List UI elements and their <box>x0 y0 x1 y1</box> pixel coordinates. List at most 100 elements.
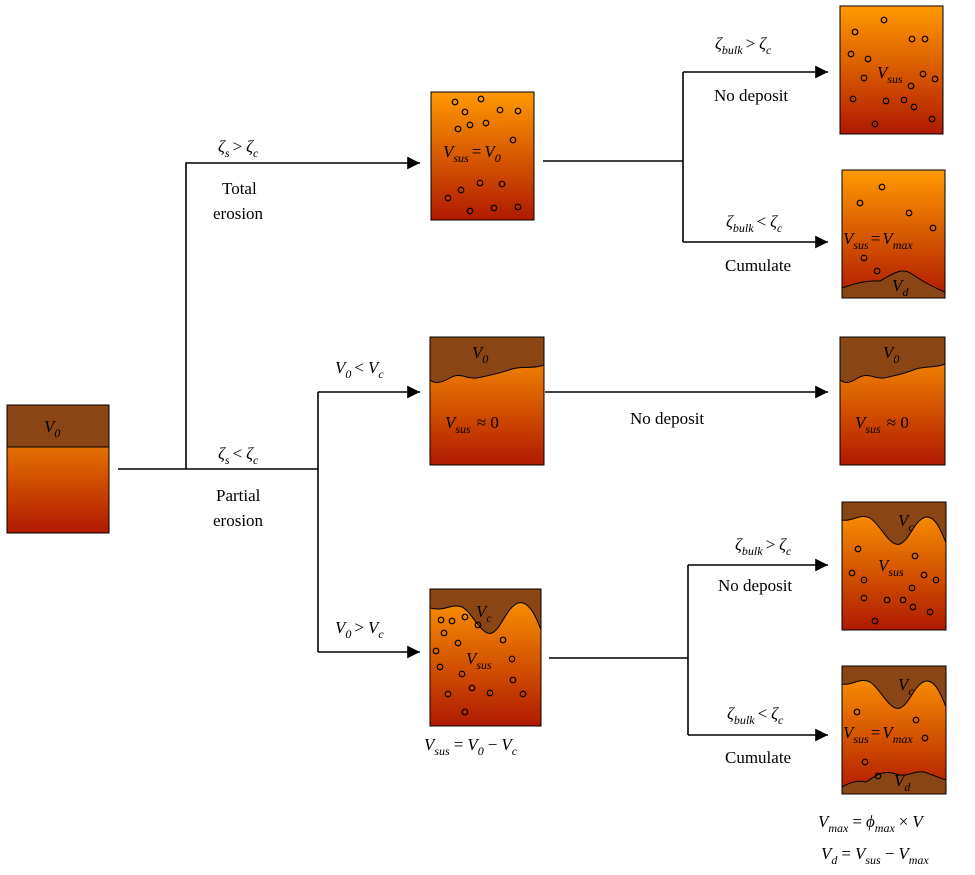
particle <box>498 180 506 188</box>
v0-less-main-label: Vsus≈ 0 <box>445 413 499 436</box>
top-cumulate-deposit-label: Vd <box>892 276 909 299</box>
branch-total-label: ζs>ζc Total erosion <box>213 137 264 223</box>
particle <box>496 106 504 114</box>
particle <box>931 75 939 83</box>
box-top-nodeposit-body <box>839 5 944 135</box>
particle <box>854 545 862 553</box>
particle <box>476 179 484 187</box>
particle <box>454 125 462 133</box>
formula-vmax: Vmax=ϕmax×V <box>818 812 925 835</box>
bulk-gt-top-label: ζbulk>ζc No deposit <box>714 34 788 105</box>
total-box-equation: Vsus=V0 <box>443 142 501 165</box>
total-condition: ζs>ζc <box>218 137 259 160</box>
particle <box>499 636 507 644</box>
branch-partial-label: ζs<ζc Partial erosion <box>213 444 264 530</box>
particle <box>508 655 516 663</box>
particle <box>849 95 857 103</box>
particle <box>860 254 868 262</box>
start-box-sediment-layer <box>6 404 110 448</box>
particle <box>900 96 908 104</box>
particle <box>461 708 469 716</box>
particle <box>514 203 522 211</box>
particle <box>909 603 917 611</box>
box-total-erosion: Vsus=V0 <box>430 91 535 221</box>
particle <box>458 670 466 678</box>
bottom-cumulate-equation: Vsus=Vmax <box>843 723 913 746</box>
particles-top-cumulate <box>856 183 937 275</box>
v0-less-top-label: V0 <box>472 343 488 366</box>
particles-bottom-nodeposit <box>848 545 940 625</box>
particle <box>873 267 881 275</box>
particle <box>899 596 907 604</box>
particle <box>436 663 444 671</box>
box-middle-result: V0 Vsus≈ 0 <box>839 336 946 466</box>
particle <box>883 596 891 604</box>
partial-text-line2: erosion <box>213 511 264 530</box>
particle <box>882 97 890 105</box>
particles-bottom-cumulate <box>853 708 929 780</box>
v0-less-condition: V0<Vc <box>335 358 384 381</box>
particle <box>444 690 452 698</box>
particle <box>432 647 440 655</box>
box-v0-less: V0 Vsus≈ 0 <box>429 336 545 466</box>
box-bottom-nodeposit: Vc Vsus <box>841 501 947 631</box>
particle <box>486 689 494 697</box>
particle <box>921 734 929 742</box>
particle <box>461 613 469 621</box>
particle <box>490 204 498 212</box>
bottom-cumulate-bottom-deposit <box>841 771 947 795</box>
particle <box>853 708 861 716</box>
particle <box>466 207 474 215</box>
bulk-gt-bottom-caption: No deposit <box>718 576 792 595</box>
start-v0-label: V0 <box>44 417 60 440</box>
middle-caption: No deposit <box>630 409 704 428</box>
particle <box>874 772 882 780</box>
particle <box>929 224 937 232</box>
particle <box>440 629 448 637</box>
bulk-gt-bottom-label: ζbulk>ζc No deposit <box>718 535 792 595</box>
v0-greater-deposit-layer <box>429 588 542 634</box>
bottom-nodeposit-deposit-layer <box>841 501 947 545</box>
top-cumulate-deposit-layer <box>841 270 946 299</box>
box-top-cumulate: Vsus=Vmax Vd <box>841 169 946 299</box>
bottom-nodeposit-main-label: Vsus <box>878 556 904 579</box>
particle <box>878 183 886 191</box>
particle <box>851 28 859 36</box>
particle <box>454 639 462 647</box>
particle <box>451 98 459 106</box>
particle <box>468 684 476 692</box>
particle <box>921 35 929 43</box>
particle <box>514 107 522 115</box>
v0-greater-caption-equation: Vsus=V0−Vc <box>424 735 518 758</box>
middle-result-deposit-layer <box>839 336 946 383</box>
total-text-line2: erosion <box>213 204 264 223</box>
particle <box>871 120 879 128</box>
bulk-lt-bottom-caption: Cumulate <box>725 748 791 767</box>
particle <box>912 716 920 724</box>
bulk-lt-bottom-condition: ζbulk<ζc <box>727 704 784 727</box>
particle <box>907 82 915 90</box>
start-box: V0 <box>6 404 110 534</box>
particle <box>519 690 527 698</box>
particle <box>437 616 445 624</box>
particles-top-nodeposit <box>847 16 939 128</box>
particle <box>864 55 872 63</box>
particle <box>848 569 856 577</box>
bottom-nodeposit-top-label: Vc <box>898 511 914 534</box>
particle <box>880 16 888 24</box>
box-v0-greater: Vc Vsus <box>429 588 542 727</box>
particle <box>928 115 936 123</box>
particle <box>466 121 474 129</box>
middle-result-main-label: Vsus≈ 0 <box>855 413 909 436</box>
particle <box>482 119 490 127</box>
particle <box>861 758 869 766</box>
bottom-cumulate-top-label: Vc <box>898 675 914 698</box>
particle <box>871 617 879 625</box>
formula-vd: Vd=Vsus−Vmax <box>821 844 929 867</box>
particle <box>932 576 940 584</box>
top-cumulate-equation: Vsus=Vmax <box>843 229 913 252</box>
particle <box>860 576 868 584</box>
partial-text-line1: Partial <box>216 486 261 505</box>
bulk-lt-top-condition: ζbulk<ζc <box>726 212 783 235</box>
